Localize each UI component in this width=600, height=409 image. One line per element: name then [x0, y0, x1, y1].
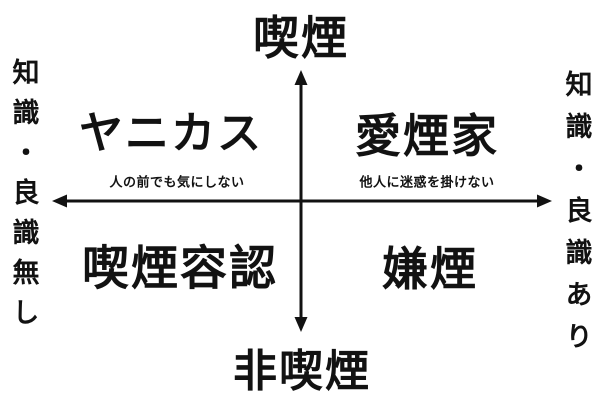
arrow-down-icon [294, 317, 308, 332]
axis-label-bottom: 非喫煙 [233, 346, 371, 397]
axis-annotation-right: 他人に迷惑を掛けない [359, 175, 495, 191]
arrow-up-icon [294, 70, 308, 85]
quadrant-label-top-left: ヤニカス [79, 108, 263, 159]
axis-label-top: 喫煙 [253, 11, 349, 65]
arrow-left-icon [52, 194, 67, 208]
quadrant-label-top-right: 愛煙家 [355, 109, 499, 163]
axis-label-left: 知識・良識無し [7, 58, 39, 338]
quadrant-label-bottom-right: 嫌煙 [382, 242, 478, 296]
quadrant-label-bottom-left: 喫煙容認 [82, 241, 278, 297]
arrow-right-icon [537, 194, 552, 208]
axis-label-right: 知識・良識あり [560, 70, 592, 364]
axis-annotation-left: 人の前でも気にしない [109, 175, 245, 191]
